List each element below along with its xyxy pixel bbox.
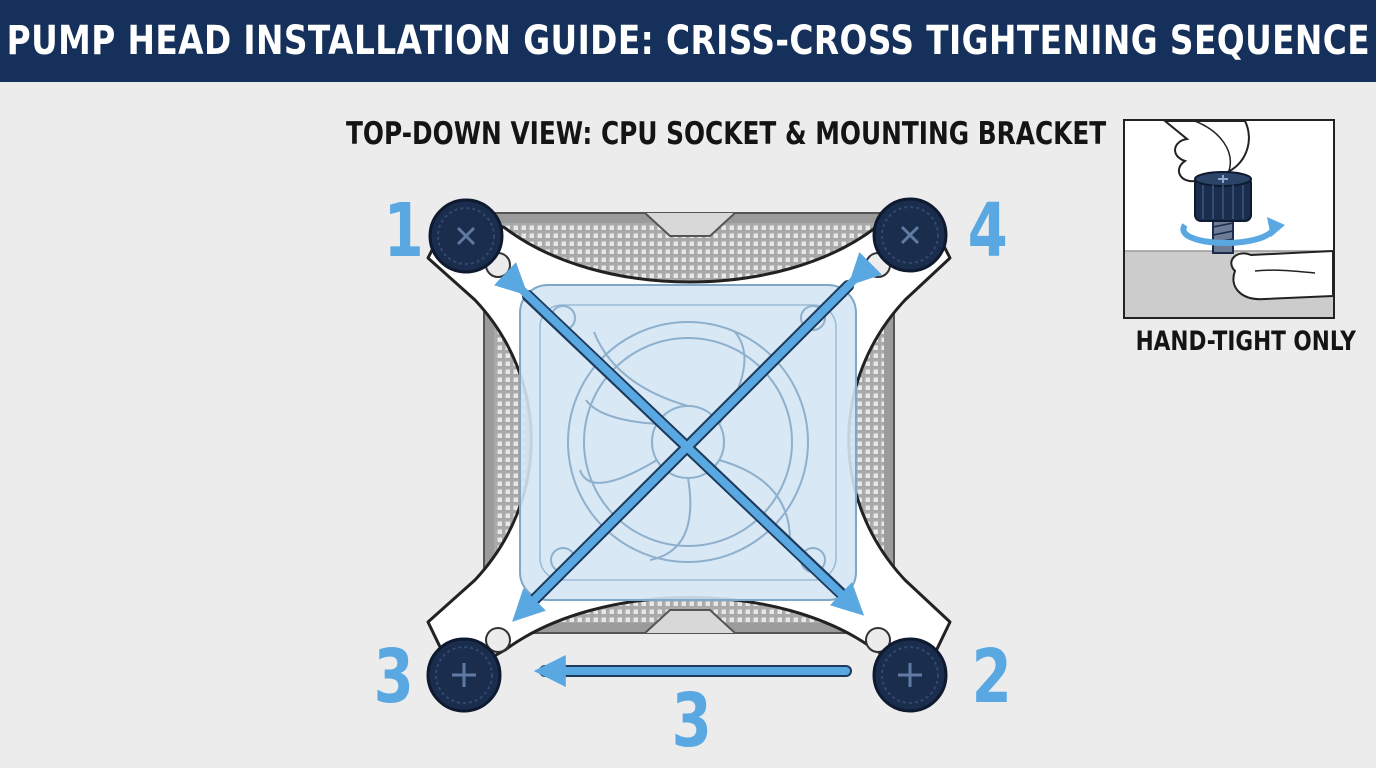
diagram-subtitle: TOP-DOWN VIEW: CPU SOCKET & MOUNTING BRA…	[346, 116, 1107, 152]
screw-top-right	[872, 197, 948, 273]
hand-tightening-icon	[1125, 121, 1333, 317]
bottom-arrow-label: 3	[671, 678, 712, 764]
step-label-bottom-right: 2	[971, 634, 1012, 720]
title-bar: PUMP HEAD INSTALLATION GUIDE: CRISS-CROS…	[0, 0, 1376, 82]
hand-tight-inset	[1123, 119, 1335, 319]
step-label-top-left: 1	[383, 188, 424, 274]
arrow-4-to-3	[512, 251, 883, 622]
inset-caption: HAND-TIGHT ONLY	[1135, 326, 1356, 357]
screw-bottom-left	[426, 637, 502, 713]
step-label-bottom-left: 3	[373, 634, 414, 720]
step-label-top-right: 4	[967, 188, 1008, 274]
screw-bottom-right	[872, 637, 948, 713]
page-title: PUMP HEAD INSTALLATION GUIDE: CRISS-CROS…	[6, 18, 1370, 64]
screw-top-left	[428, 198, 504, 274]
